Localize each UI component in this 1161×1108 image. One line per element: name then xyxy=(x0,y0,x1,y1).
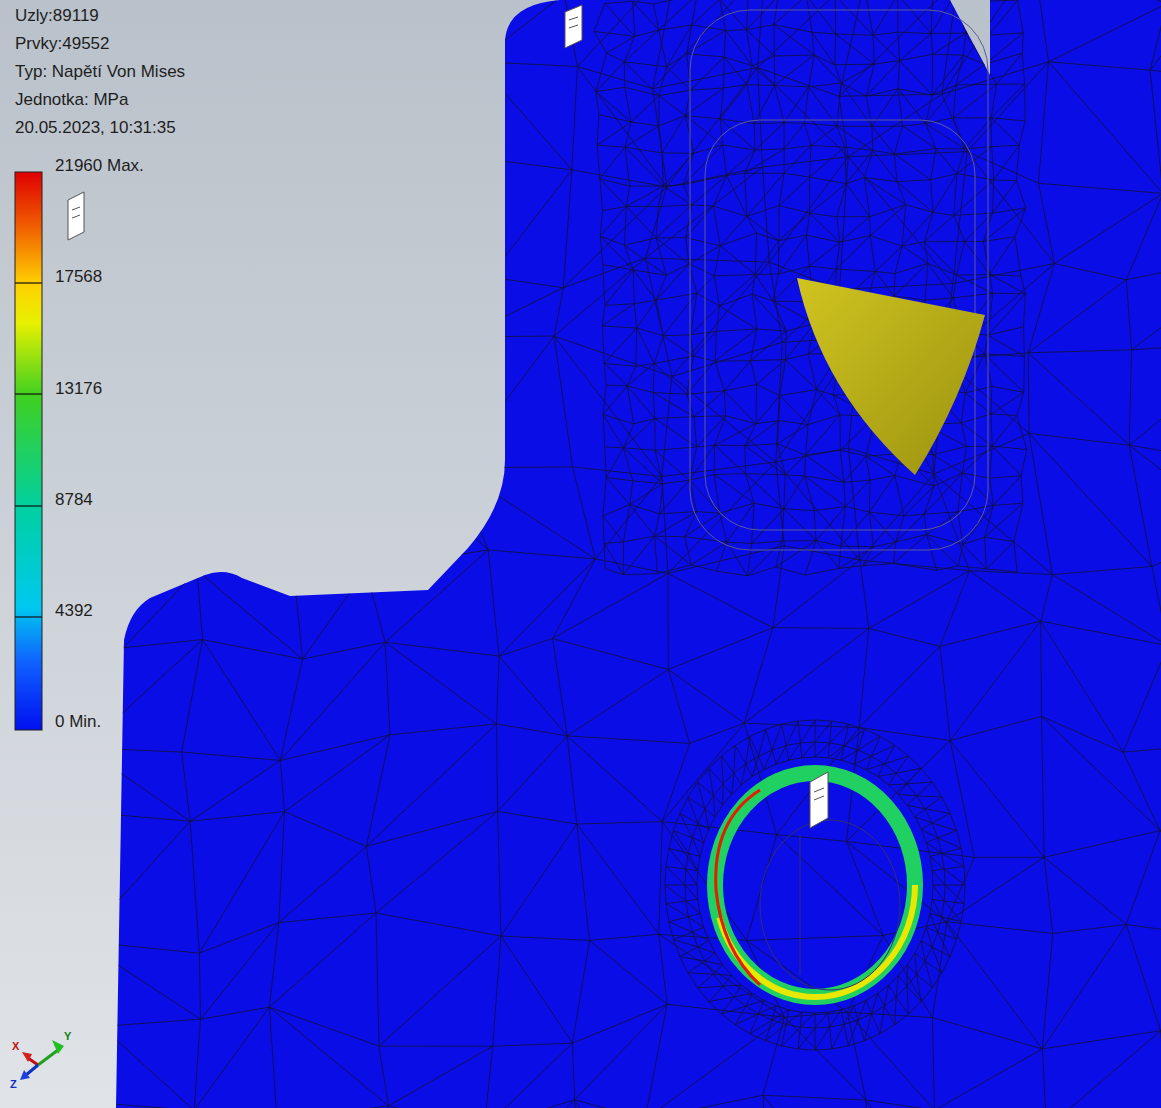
probe-icon xyxy=(68,5,828,828)
scale-value: 21960 Max. xyxy=(55,156,144,176)
hole-edge xyxy=(800,835,801,975)
timestamp: 20.05.2023, 10:31:35 xyxy=(15,118,176,138)
node-count: Uzly:89119 xyxy=(15,6,99,26)
part-body xyxy=(116,0,1161,1108)
stress-ring xyxy=(715,773,915,997)
color-scale xyxy=(15,172,42,730)
stress-ring-yellow xyxy=(715,773,915,997)
scale-value: 8784 xyxy=(55,490,93,510)
scale-value: 17568 xyxy=(55,267,102,287)
hole-inner xyxy=(760,820,900,990)
scale-ticks xyxy=(15,283,42,617)
axis-letter: Z xyxy=(10,1078,17,1090)
slot-outline xyxy=(690,10,988,550)
scale-value: 13176 xyxy=(55,379,102,399)
axis-letter: Y xyxy=(64,1030,71,1042)
stress-peak xyxy=(716,790,760,985)
cone-surface xyxy=(797,278,985,475)
probe-icon-detail xyxy=(72,17,824,800)
scale-value: 4392 xyxy=(55,601,93,621)
axis-letter: X xyxy=(12,1040,19,1052)
scale-value: 0 Min. xyxy=(55,712,101,732)
element-count: Prvky:49552 xyxy=(15,34,110,54)
unit: Jednotka: MPa xyxy=(15,90,128,110)
mesh-lines xyxy=(76,0,1161,1108)
axis-triad xyxy=(20,1040,64,1080)
result-type: Typ: Napětí Von Mises xyxy=(15,62,185,82)
